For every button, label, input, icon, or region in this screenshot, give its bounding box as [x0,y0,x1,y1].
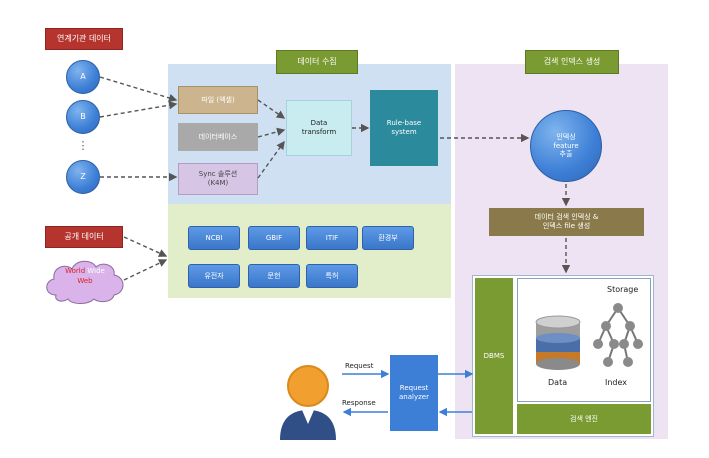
indexing-feature-node: 인덱싱 feature 추출 [530,110,602,182]
gene-button[interactable]: 유전자 [188,264,240,288]
collection-title: 데이터 수집 [276,50,358,74]
user-avatar-icon [280,365,336,440]
source-z-node: Z [66,160,100,194]
database-icon [535,315,581,370]
index-tree-icon [593,303,643,367]
source-a-node: A [66,60,100,94]
source-b-node: B [66,100,100,134]
storage-title: Storage [607,285,639,294]
index-label: Index [605,378,628,387]
itif-button[interactable]: ITIF [306,226,358,250]
patent-button[interactable]: 특허 [306,264,358,288]
rule-base-system-box: Rule-base system [370,90,438,166]
public-data-label: 공개 데이터 [45,226,123,248]
www-word-1: World [65,267,86,275]
file-excel-box: 파일 (엑셀) [178,86,258,114]
www-word-3: Web [77,277,93,285]
database-box: 데이터베이스 [178,123,258,151]
request-label: Request [345,362,374,370]
request-analyzer-box: Request analyzer [390,355,438,431]
www-label: World Wide Web [56,266,114,294]
sync-solution-box: Sync 솔루션 (K4M) [178,163,258,195]
index-title: 검색 인덱스 생성 [525,50,619,74]
ellipsis-mark: ⋮ [77,139,89,153]
www-cloud-icon [46,260,124,304]
index-build-box: 데이터 검색 인덱싱 & 인덱스 file 생성 [489,208,644,236]
environment-ministry-button[interactable]: 환경부 [362,226,414,250]
linked-agency-data-label: 연계기관 데이터 [45,28,123,50]
search-engine-box: 검색 엔진 [517,404,651,434]
literature-button[interactable]: 문헌 [248,264,300,288]
ncbi-button[interactable]: NCBI [188,226,240,250]
gbif-button[interactable]: GBIF [248,226,300,250]
dbms-box: DBMS [475,278,513,434]
data-transform-box: Data transform [286,100,352,156]
data-label: Data [548,378,568,387]
response-label: Response [342,399,376,407]
www-word-2: Wide [87,267,105,275]
